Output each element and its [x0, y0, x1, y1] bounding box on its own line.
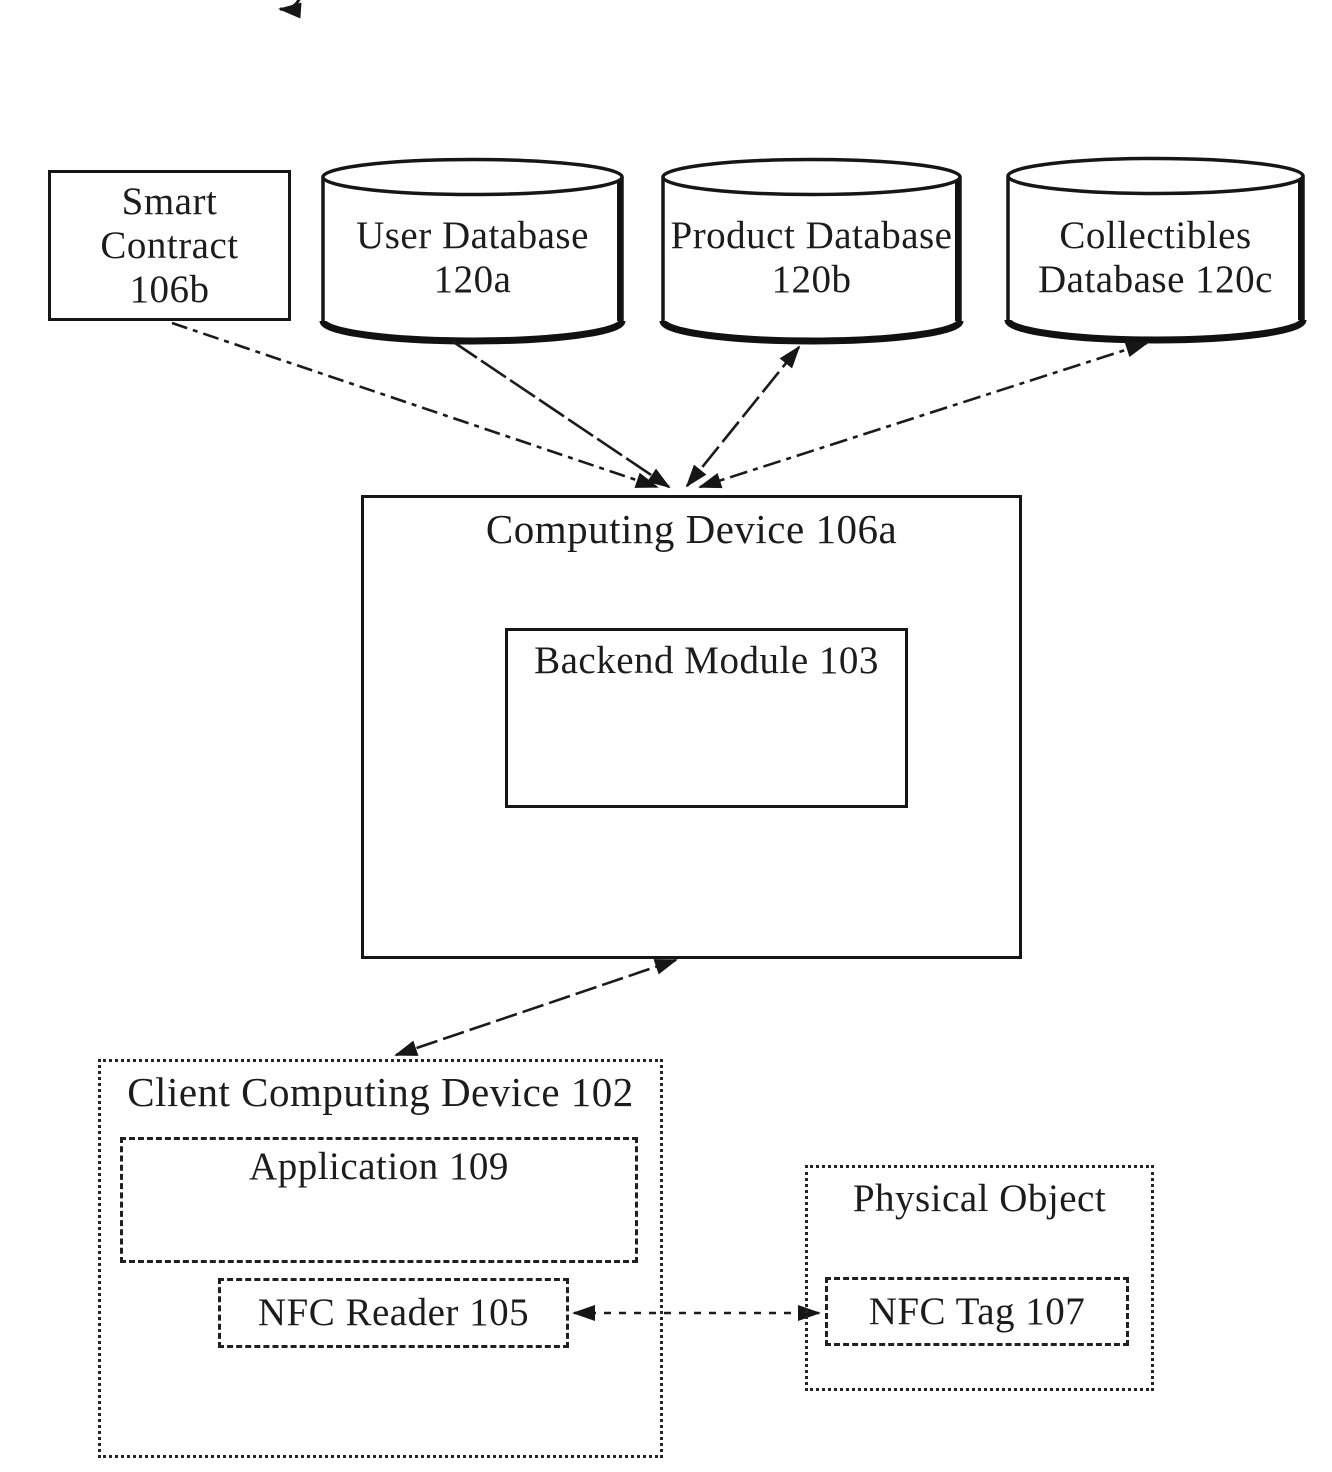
backend-module-box: Backend Module 103	[505, 628, 908, 808]
nfc-tag-box: NFC Tag 107	[825, 1277, 1129, 1346]
edge-product-database-computing-device	[685, 345, 801, 488]
client-computing-device-label: Client Computing Device 102	[127, 1069, 634, 1115]
edge-user-database-to-computing-device	[451, 339, 671, 489]
application-box: Application 109	[120, 1137, 638, 1263]
edge-collectibles-database-computing-device	[698, 341, 1149, 489]
edge-smart-contract-to-computing-device	[171, 321, 659, 489]
physical-object-box: Physical Object	[805, 1165, 1154, 1391]
smart-contract-box: Smart Contract 106b	[48, 170, 291, 321]
physical-object-label: Physical Object	[852, 1177, 1107, 1220]
product-database-cylinder	[659, 157, 964, 345]
collectibles-database-cylinder	[1004, 156, 1307, 344]
user-database-label: User Database 120a	[356, 214, 589, 301]
collectibles-database-label: Collectibles Database 120c	[1038, 214, 1273, 301]
nfc-tag-label: NFC Tag 107	[868, 1289, 1086, 1333]
computing-device-box: Computing Device 106a	[361, 495, 1022, 959]
figure-reference-arrow	[278, 0, 302, 19]
nfc-reader-box: NFC Reader 105	[218, 1278, 569, 1348]
edge-computing-device-client-device	[394, 958, 678, 1057]
application-label: Application 109	[249, 1145, 509, 1188]
computing-device-label: Computing Device 106a	[485, 506, 898, 552]
smart-contract-label: Smart Contract 106b	[100, 179, 239, 311]
product-database-label: Product Database 120b	[670, 214, 953, 301]
nfc-reader-label: NFC Reader 105	[257, 1291, 530, 1334]
user-database-cylinder	[319, 157, 626, 345]
backend-module-label: Backend Module 103	[534, 639, 879, 682]
client-computing-device-box: Client Computing Device 102	[98, 1059, 663, 1458]
